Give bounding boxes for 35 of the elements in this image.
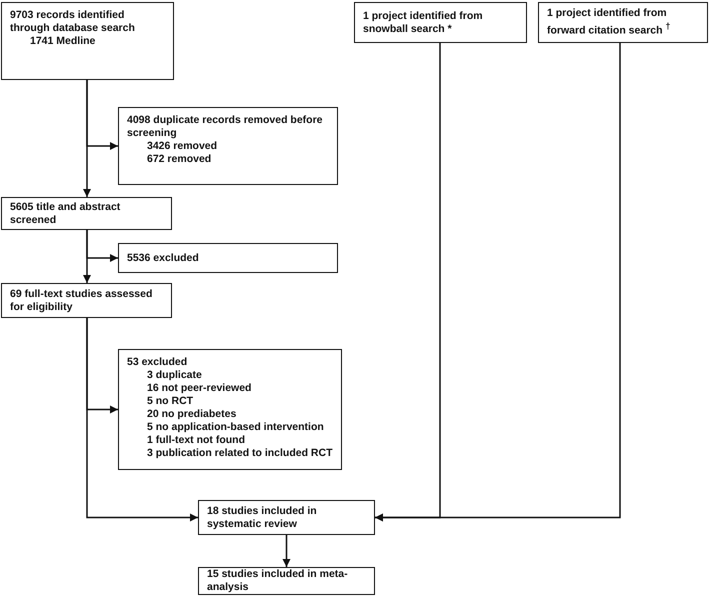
result-box bbox=[198, 500, 375, 535]
process-box bbox=[1, 2, 174, 80]
sub-count-text: 5 no RCT bbox=[146, 395, 194, 408]
sub-count-text: 672 removed bbox=[146, 153, 212, 166]
box-text: 1 project identified from snowball search * bbox=[363, 10, 484, 36]
exclusion-box bbox=[118, 107, 338, 185]
source-box bbox=[538, 2, 708, 43]
arrow bbox=[86, 318, 198, 522]
box-text: 18 studies included in systematic review bbox=[207, 504, 318, 530]
box-text: 5605 title and abstract screened bbox=[10, 200, 122, 226]
sub-count-text: 5 no application-based intervention bbox=[146, 421, 325, 434]
box-text: 15 studies included in meta-analysis bbox=[207, 568, 349, 594]
box-text: 5536 excluded bbox=[127, 252, 200, 264]
box-text: 4098 duplicate records removed before screening bbox=[127, 114, 324, 140]
sub-count-text: 1 full-text not found bbox=[146, 434, 246, 447]
sub-count-text: 16 not peer-reviewed bbox=[146, 382, 252, 395]
source-box bbox=[354, 2, 527, 43]
exclusion-box bbox=[118, 349, 342, 470]
sub-count-text: 20 no prediabetes bbox=[146, 408, 238, 421]
process-box bbox=[1, 283, 172, 318]
sub-count-text: 3 duplicate bbox=[146, 369, 203, 382]
arrow bbox=[375, 43, 621, 522]
box-text: 1 project identified from forward citation search $^{†}$ bbox=[547, 7, 672, 38]
exclusion-box bbox=[118, 243, 338, 273]
sub-count-text: 3426 removed bbox=[146, 140, 218, 153]
sub-count-text: 1741 Medline bbox=[29, 35, 96, 48]
result-box bbox=[198, 567, 375, 595]
arrow bbox=[83, 230, 91, 283]
box-text: 9703 records identified through database search bbox=[10, 9, 136, 35]
box-text: 69 full-text studies assessed for eligibility bbox=[10, 288, 154, 314]
box-text: 53 excluded bbox=[127, 356, 188, 369]
arrow bbox=[282, 535, 290, 567]
sub-count-text: 3 publication related to included RCT bbox=[146, 447, 333, 460]
process-box bbox=[1, 197, 172, 230]
arrow bbox=[83, 80, 91, 197]
